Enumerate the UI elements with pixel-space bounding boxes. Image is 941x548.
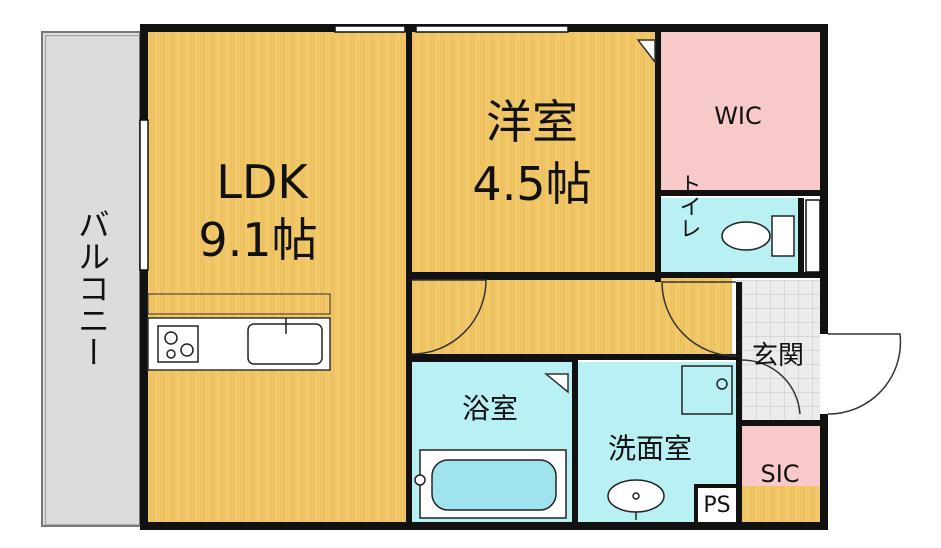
- western-room-name-label: 洋室: [486, 95, 578, 149]
- kitchen-sink-icon: [247, 318, 323, 365]
- western-room-floor: [412, 32, 657, 274]
- toilet-icon: [721, 215, 795, 257]
- ldk-floor: [145, 32, 410, 522]
- sic-area: [740, 424, 820, 486]
- ps-shaft: [696, 486, 738, 522]
- ldk-size-label: 9.1帖: [198, 213, 317, 267]
- entrance-floor: [736, 280, 820, 420]
- bathroom-label: 浴室: [462, 392, 518, 425]
- balcony-label: バルコニー: [73, 208, 111, 368]
- hallway-floor: [410, 278, 732, 356]
- ps-label: PS: [703, 493, 730, 518]
- western-room-size-label: 4.5帖: [472, 157, 591, 211]
- washroom-label: 洗面室: [608, 432, 692, 465]
- balcony-area: [41, 31, 141, 527]
- sic-label: SIC: [760, 460, 799, 488]
- stove-icon: [157, 325, 199, 363]
- toilet-label: トイレ: [676, 173, 701, 239]
- wic-area: [660, 32, 820, 192]
- entrance-label: 玄関: [752, 341, 804, 371]
- washing-machine-pan-icon: [681, 365, 733, 415]
- windows: [139, 25, 821, 273]
- kitchen-shelf: [147, 293, 331, 315]
- bathtub-icon: [414, 449, 567, 519]
- wic-label: WIC: [714, 102, 762, 130]
- wash-basin-icon: [607, 479, 665, 520]
- ldk-name-label: LDK: [216, 155, 309, 209]
- sic-shelf: [740, 486, 820, 522]
- door-swings: [411, 39, 902, 415]
